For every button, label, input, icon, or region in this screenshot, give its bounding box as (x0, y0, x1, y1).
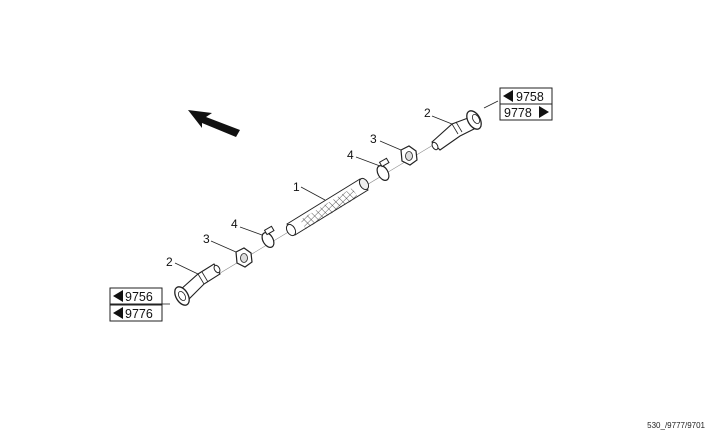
arrow-left-icon[interactable] (503, 90, 513, 102)
callout-hose: 1 (293, 180, 300, 194)
callout-clamp-top: 4 (347, 148, 354, 162)
reference-box-top: 9758 9778 (499, 87, 553, 121)
direction-arrow-icon (188, 110, 240, 137)
nut-top (400, 145, 418, 166)
hose-part (285, 177, 370, 237)
reference-box-bottom: 9756 9776 (109, 287, 163, 322)
drawing-code: 530_/9777/9701 (647, 421, 705, 430)
fitting-top (431, 110, 482, 151)
callout-clamp-bottom: 4 (231, 217, 238, 231)
reference-top-prev[interactable]: 9758 (516, 90, 544, 104)
arrow-right-icon[interactable] (539, 106, 549, 118)
callout-nut-bottom: 3 (203, 232, 210, 246)
arrow-left-icon[interactable] (113, 307, 123, 319)
reference-top-next[interactable]: 9778 (504, 106, 532, 120)
nut-bottom (235, 247, 253, 268)
callout-fitting-bottom: 2 (166, 255, 173, 269)
hose-clamp-top (376, 157, 390, 181)
callout-nut-top: 3 (370, 132, 377, 146)
hose-clamp-bottom (261, 225, 275, 248)
leader-lines (158, 100, 499, 305)
reference-bottom-prev[interactable]: 9756 (125, 290, 153, 304)
reference-bottom-next[interactable]: 9776 (125, 307, 153, 321)
arrow-left-icon[interactable] (113, 290, 123, 302)
callout-fitting-top: 2 (424, 106, 431, 120)
fitting-bottom (174, 263, 221, 306)
